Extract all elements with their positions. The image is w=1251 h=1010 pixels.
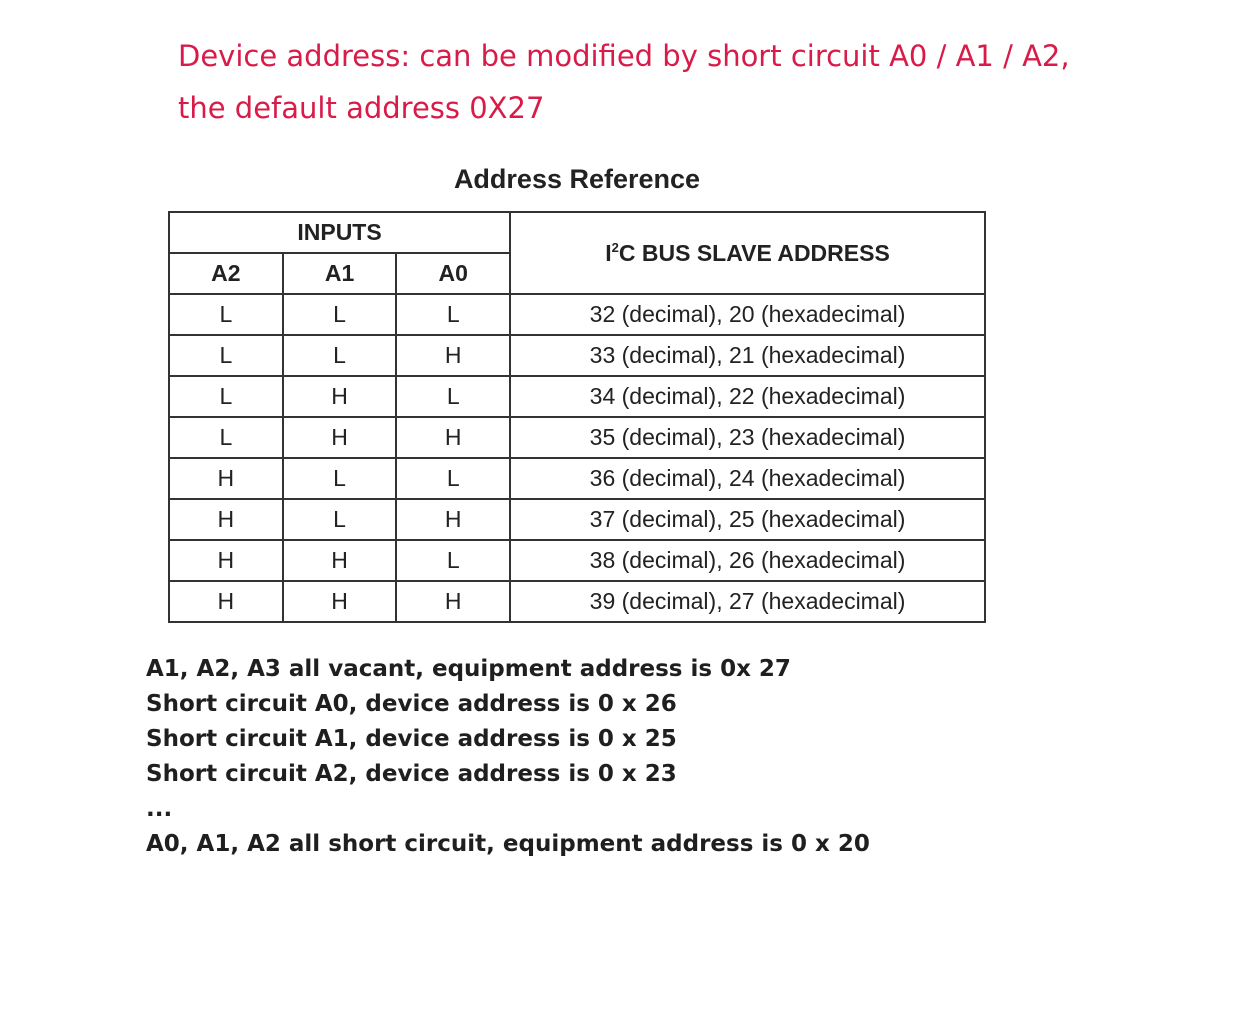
intro-line-1: Device address: can be modified by short… — [178, 39, 1070, 73]
note-line: A0, A1, A2 all short circuit, equipment … — [146, 831, 870, 857]
address-reference-table: INPUTS I2C BUS SLAVE ADDRESS A2 A1 A0 L … — [167, 211, 986, 623]
cell-a2: H — [168, 539, 284, 582]
intro-text: Device address: can be modified by short… — [178, 30, 1218, 134]
inputs-header: INPUTS — [167, 211, 512, 254]
cell-a2: L — [168, 375, 284, 418]
cell-a0: L — [395, 539, 512, 582]
cell-a1: H — [281, 580, 398, 623]
cell-address: 36 (decimal), 24 (hexadecimal) — [509, 457, 986, 500]
cell-a1: L — [281, 457, 398, 500]
cell-a2: L — [168, 416, 284, 459]
cell-address: 39 (decimal), 27 (hexadecimal) — [509, 580, 986, 623]
cell-a0: H — [395, 498, 512, 541]
cell-a1: H — [281, 539, 398, 582]
cell-a2: H — [168, 498, 284, 541]
table-row: L H L 34 (decimal), 22 (hexadecimal) — [168, 375, 986, 418]
cell-a2: L — [168, 334, 284, 377]
cell-a0: H — [395, 580, 512, 623]
table-row: H L L 36 (decimal), 24 (hexadecimal) — [168, 457, 986, 500]
cell-address: 34 (decimal), 22 (hexadecimal) — [509, 375, 986, 418]
cell-a1: H — [281, 375, 398, 418]
cell-a0: H — [395, 334, 512, 377]
note-line: A1, A2, A3 all vacant, equipment address… — [146, 656, 791, 682]
cell-address: 35 (decimal), 23 (hexadecimal) — [509, 416, 986, 459]
cell-a0: H — [395, 416, 512, 459]
table-row: L L H 33 (decimal), 21 (hexadecimal) — [168, 334, 986, 377]
cell-a0: L — [395, 457, 512, 500]
cell-address: 38 (decimal), 26 (hexadecimal) — [509, 539, 986, 582]
cell-a2: H — [168, 580, 284, 623]
table-row: L H H 35 (decimal), 23 (hexadecimal) — [168, 416, 986, 459]
cell-a2: L — [168, 293, 284, 336]
cell-a1: H — [281, 416, 398, 459]
cell-a2: H — [168, 457, 284, 500]
table-title: Address Reference — [453, 164, 701, 194]
cell-a0: L — [395, 375, 512, 418]
cell-address: 37 (decimal), 25 (hexadecimal) — [509, 498, 986, 541]
cell-address: 32 (decimal), 20 (hexadecimal) — [509, 293, 986, 336]
cell-a1: L — [281, 293, 398, 336]
table-row: L L L 32 (decimal), 20 (hexadecimal) — [168, 293, 986, 336]
cell-a1: L — [281, 498, 398, 541]
column-header-a2: A2 — [168, 252, 284, 295]
column-header-a0: A0 — [395, 252, 512, 295]
note-line: Short circuit A1, device address is 0 x … — [146, 726, 677, 752]
note-ellipsis: ... — [146, 796, 173, 822]
slave-address-header: I2C BUS SLAVE ADDRESS — [509, 211, 986, 295]
note-line: Short circuit A0, device address is 0 x … — [146, 691, 677, 717]
cell-a0: L — [395, 293, 512, 336]
address-notes: A1, A2, A3 all vacant, equipment address… — [146, 652, 870, 862]
column-header-a1: A1 — [281, 252, 398, 295]
note-line: Short circuit A2, device address is 0 x … — [146, 761, 677, 787]
table-row: H L H 37 (decimal), 25 (hexadecimal) — [168, 498, 986, 541]
cell-a1: L — [281, 334, 398, 377]
cell-address: 33 (decimal), 21 (hexadecimal) — [509, 334, 986, 377]
table-row: H H H 39 (decimal), 27 (hexadecimal) — [168, 580, 986, 623]
intro-line-2: the default address 0X27 — [178, 91, 545, 125]
table-row: H H L 38 (decimal), 26 (hexadecimal) — [168, 539, 986, 582]
